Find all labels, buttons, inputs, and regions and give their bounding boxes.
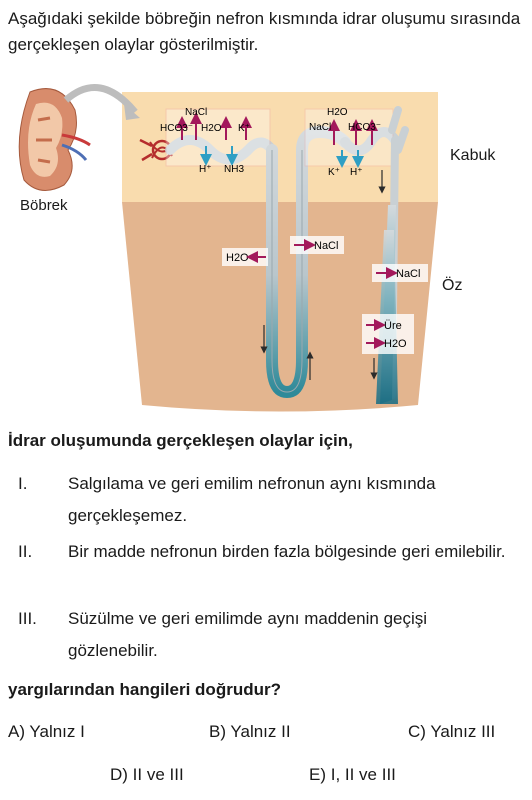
duct-label-h2o: H2O bbox=[384, 338, 407, 350]
distal-label-h2o: H2O bbox=[327, 107, 348, 118]
option-c[interactable]: C) Yalnız III bbox=[408, 722, 496, 741]
duct-label-ure: Üre bbox=[384, 320, 402, 332]
cortex-label: Kabuk bbox=[450, 147, 496, 164]
question-stem: İdrar oluşumunda gerçekleşen olaylar içi… bbox=[8, 431, 353, 450]
kidney-label: Böbrek bbox=[20, 197, 68, 214]
option-e[interactable]: E) I, II ve III bbox=[309, 765, 396, 784]
proximal-label-hco3: HCO3⁻ bbox=[160, 123, 193, 134]
distal-label-hco3: HCO3⁻ bbox=[348, 122, 381, 133]
kidney-illustration bbox=[18, 88, 91, 191]
duct-label-nacl: NaCl bbox=[396, 268, 420, 280]
medulla-region bbox=[122, 202, 438, 412]
intro-text: Aşağıdaki şekilde böbreğin nefron kısmın… bbox=[8, 9, 521, 54]
distal-label-h: H⁺ bbox=[350, 167, 363, 178]
statement-3-text: Süzülme ve geri emilimde aynı maddenin g… bbox=[68, 609, 428, 660]
option-a[interactable]: A) Yalnız I bbox=[8, 722, 85, 741]
distal-label-k: K⁺ bbox=[328, 167, 340, 178]
option-d[interactable]: D) II ve III bbox=[110, 765, 184, 784]
proximal-label-nh3: NH3 bbox=[224, 164, 244, 175]
statement-3-number: III. bbox=[18, 609, 37, 628]
option-b[interactable]: B) Yalnız II bbox=[209, 722, 291, 741]
distal-label-nacl: NaCl bbox=[309, 122, 331, 133]
proximal-label-h2o: H2O bbox=[201, 123, 222, 134]
zoom-arrow bbox=[63, 84, 138, 115]
statement-2-number: II. bbox=[18, 542, 33, 561]
loop-outline bbox=[271, 150, 303, 393]
distal-box bbox=[304, 108, 394, 167]
nephron-figure: Böbrek NaCl bbox=[0, 82, 532, 422]
loop-label-h2o: H2O bbox=[226, 252, 249, 264]
medulla-label: Öz bbox=[442, 276, 462, 294]
statement-2-text: Bir madde nefronun birden fazla bölgesin… bbox=[68, 542, 506, 561]
proximal-label-nacl: NaCl bbox=[185, 107, 207, 118]
question-tail: yargılarından hangileri doğrudur? bbox=[8, 680, 281, 699]
zoom-arrow-head bbox=[124, 104, 140, 120]
statement-1-text: Salgılama ve geri emilim nefronun aynı k… bbox=[68, 474, 436, 525]
proximal-label-h: H⁺ bbox=[199, 164, 212, 175]
loop-label-nacl: NaCl bbox=[314, 240, 338, 252]
statement-1-number: I. bbox=[18, 474, 28, 493]
proximal-label-k: K⁺ bbox=[238, 123, 250, 134]
